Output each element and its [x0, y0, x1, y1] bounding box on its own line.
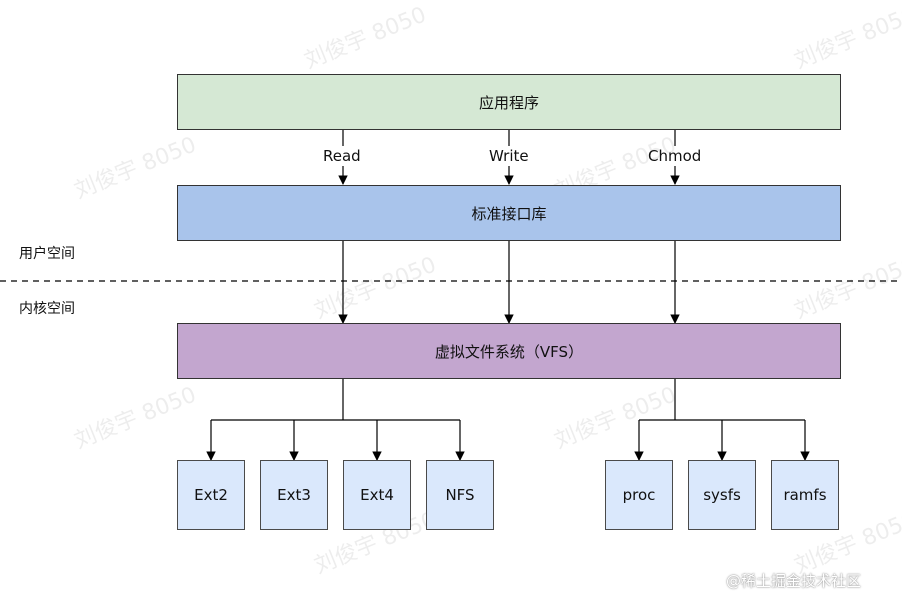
vfs-layer: 虚拟文件系统（VFS） — [177, 323, 841, 379]
call-label-write: Write — [489, 147, 529, 165]
fs-sysfs: sysfs — [688, 460, 756, 530]
credit-watermark: @稀土掘金技术社区 — [726, 572, 862, 590]
fs-proc: proc — [605, 460, 673, 530]
standard-library-label: 标准接口库 — [471, 204, 547, 223]
fs-ext4-label: Ext4 — [360, 486, 394, 504]
fs-nfs-label: NFS — [445, 486, 475, 504]
call-label-chmod: Chmod — [648, 147, 702, 165]
call-label-read: Read — [323, 147, 361, 165]
fs-proc-label: proc — [622, 486, 656, 504]
fs-nfs: NFS — [426, 460, 494, 530]
standard-library-layer: 标准接口库 — [177, 185, 841, 241]
kernel-space-label: 内核空间 — [19, 301, 75, 317]
user-space-label: 用户空间 — [19, 246, 75, 262]
fs-ext3-label: Ext3 — [277, 486, 311, 504]
application-layer-label: 应用程序 — [478, 93, 539, 112]
fs-ext2-label: Ext2 — [194, 486, 228, 504]
fs-ext4: Ext4 — [343, 460, 411, 530]
fs-ramfs-label: ramfs — [783, 486, 827, 504]
vfs-layer-label: 虚拟文件系统（VFS） — [434, 342, 584, 361]
application-layer: 应用程序 — [177, 74, 841, 130]
fs-ramfs: ramfs — [771, 460, 839, 530]
fs-sysfs-label: sysfs — [703, 486, 741, 504]
fs-ext3: Ext3 — [260, 460, 328, 530]
fs-ext2: Ext2 — [177, 460, 245, 530]
